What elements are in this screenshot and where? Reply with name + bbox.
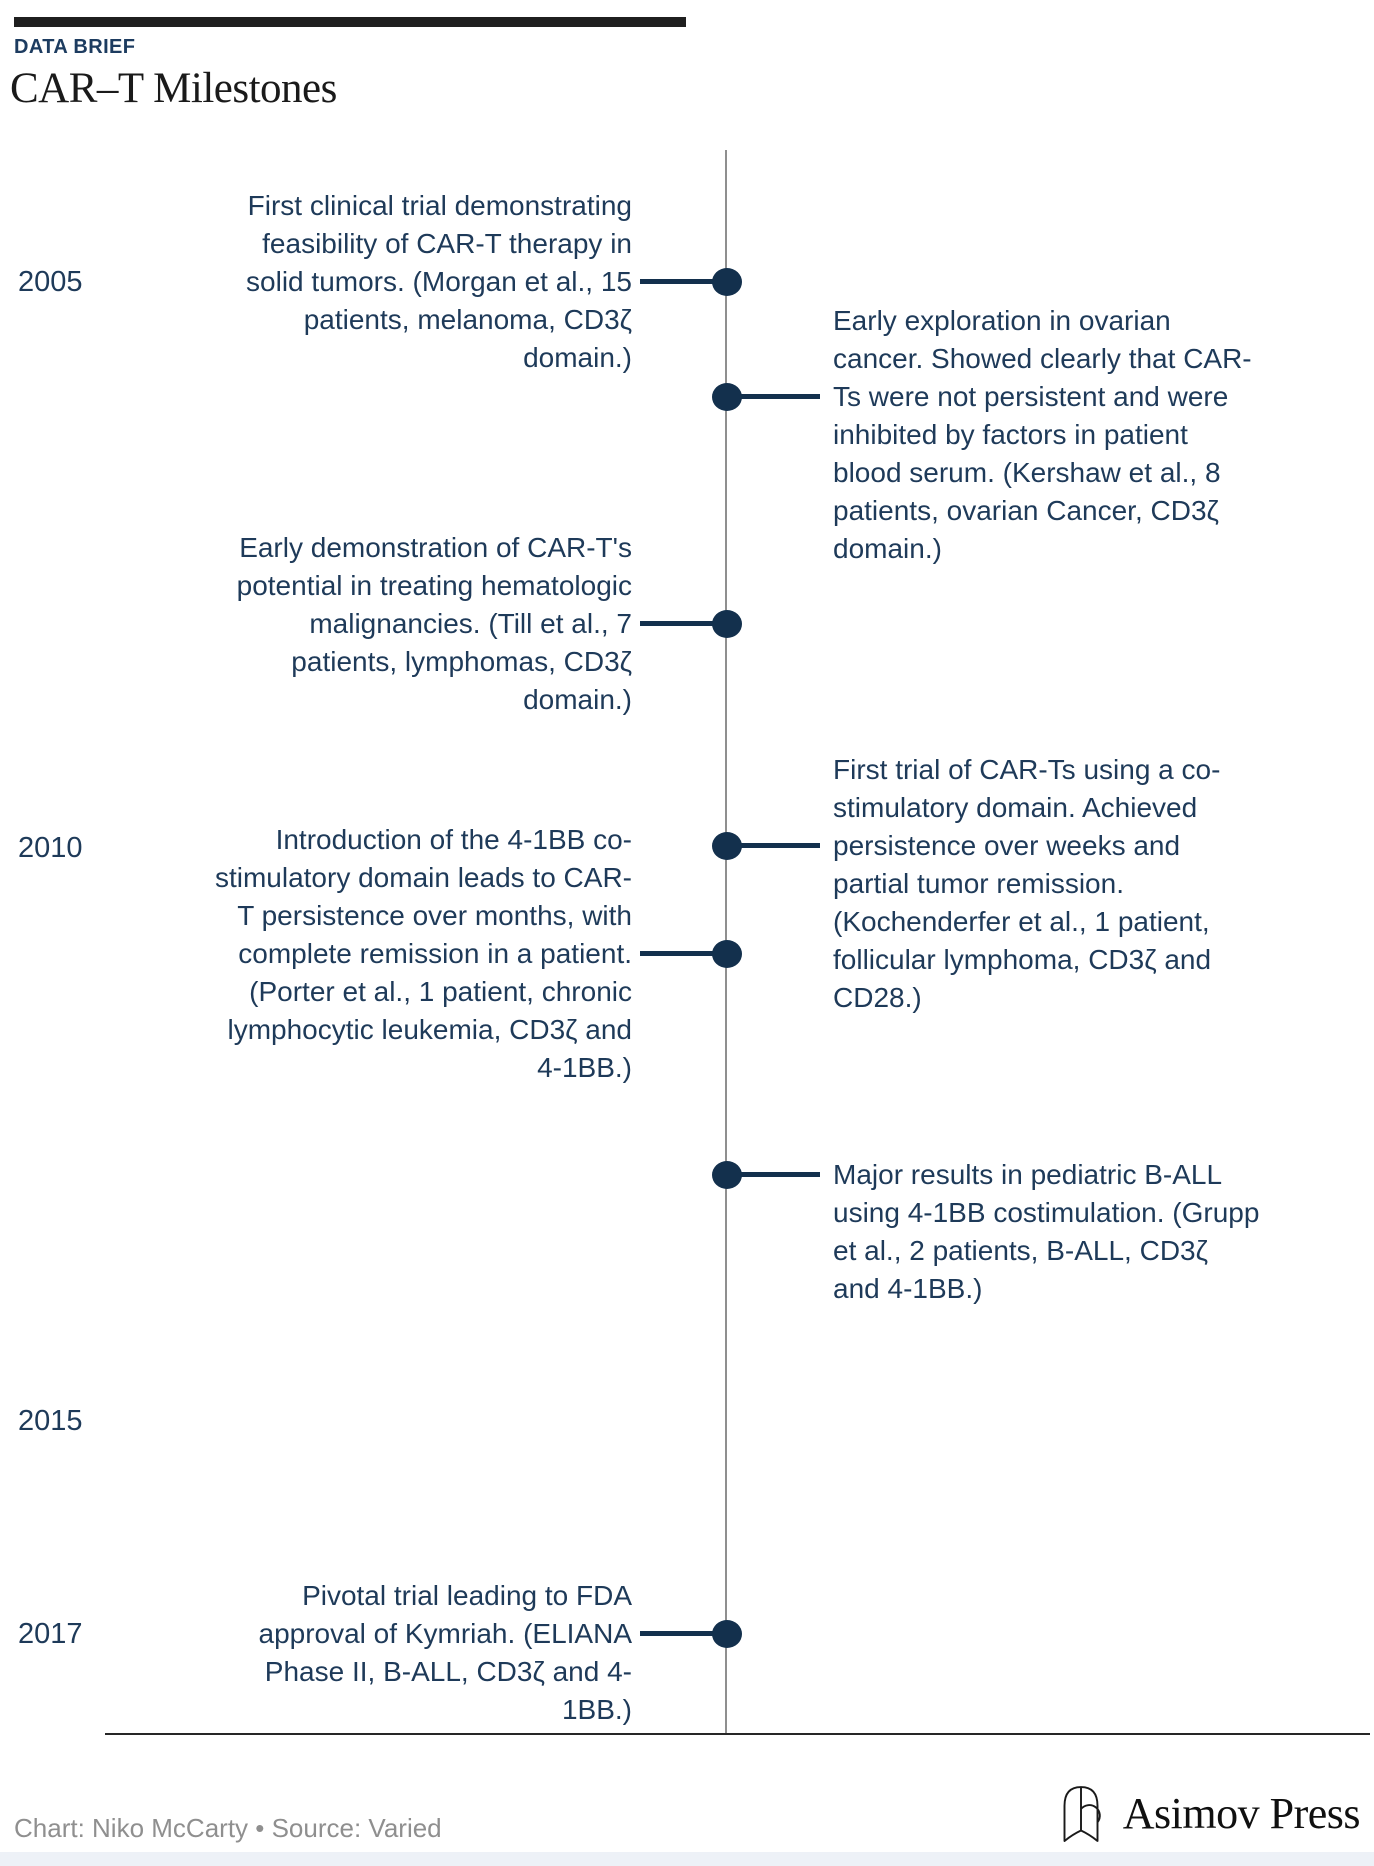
- bottom-rule: [105, 1733, 1370, 1735]
- milestone-text-line: feasibility of CAR-T therapy in: [262, 228, 632, 259]
- milestone-text-line: (Kochenderfer et al., 1 patient,: [833, 906, 1210, 937]
- milestone-text-line: 1BB.): [561, 1694, 632, 1725]
- milestone-text-line: blood serum. (Kershaw et al., 8: [833, 457, 1221, 488]
- milestone-text-line: domain.): [523, 684, 632, 715]
- top-accent-bar: [14, 17, 686, 27]
- year-label-2010: 2010: [18, 832, 83, 864]
- milestone-text-line: lymphocytic leukemia, CD3ζ and: [227, 1014, 632, 1045]
- milestone-text-line: patients, melanoma, CD3ζ: [303, 304, 632, 335]
- timeline-dot: [712, 1620, 742, 1648]
- milestone-text-line: complete remission in a patient.: [238, 938, 632, 969]
- milestone-text-line: stimulatory domain leads to CAR-: [214, 862, 632, 893]
- kicker: DATA BRIEF: [14, 36, 136, 58]
- milestone-text: Early demonstration of CAR-T's potential …: [237, 529, 632, 719]
- milestone-text-line: follicular lymphoma, CD3ζ and: [833, 944, 1212, 975]
- year-label-2017: 2017: [18, 1618, 83, 1650]
- connector-line: [640, 621, 727, 626]
- connector-line: [727, 843, 820, 848]
- page-title: CAR–T Milestones: [10, 65, 337, 112]
- brand-name: Asimov Press: [1122, 1789, 1361, 1838]
- milestone-text-line: approval of Kymriah. (ELIANA: [258, 1618, 633, 1649]
- milestone-text-line: potential in treating hematologic: [236, 570, 632, 601]
- year-label-2015: 2015: [18, 1405, 83, 1437]
- milestone-text-line: solid tumors. (Morgan et al., 15: [246, 266, 632, 297]
- milestone-text-line: Phase II, B-ALL, CD3ζ and 4-: [264, 1656, 632, 1687]
- milestone-text-line: Introduction of the 4-1BB co-: [275, 824, 632, 855]
- connector-line: [640, 951, 727, 956]
- milestone-text-line: domain.): [523, 342, 632, 373]
- milestone-text-line: using 4-1BB costimulation. (Grupp: [833, 1197, 1260, 1228]
- milestone-text-line: Early exploration in ovarian: [833, 305, 1171, 336]
- timeline-dot: [712, 383, 742, 411]
- milestone-text-line: 4-1BB.): [537, 1052, 632, 1083]
- milestone-text: Introduction of the 4-1BB co-stimulatory…: [215, 821, 632, 1087]
- milestone-text: Major results in pediatric B-ALL using 4-…: [833, 1156, 1259, 1308]
- milestone-text-line: and 4-1BB.): [833, 1273, 983, 1304]
- milestone-text-line: CD28.): [833, 982, 922, 1013]
- milestone-text-line: et al., 2 patients, B-ALL, CD3ζ: [833, 1235, 1208, 1266]
- milestone-text-line: malignancies. (Till et al., 7: [309, 608, 632, 639]
- milestone-text-line: Pivotal trial leading to FDA: [302, 1580, 632, 1611]
- milestone-text: First trial of CAR-Ts using a co-stimula…: [833, 751, 1220, 1017]
- milestone-text-line: Major results in pediatric B-ALL: [833, 1159, 1223, 1190]
- milestone-text-line: Ts were not persistent and were: [833, 381, 1229, 412]
- milestone-text-line: First clinical trial demonstrating: [247, 190, 632, 221]
- milestone-text-line: patients, lymphomas, CD3ζ: [291, 646, 632, 677]
- bottom-edge: [0, 1852, 1374, 1866]
- asimov-press-logo-icon: [1059, 1782, 1103, 1846]
- milestone-text: Pivotal trial leading to FDA approval of …: [259, 1577, 633, 1729]
- milestone-text-line: inhibited by factors in patient: [833, 419, 1188, 450]
- connector-line: [640, 279, 727, 284]
- chart-credit: Chart: Niko McCarty • Source: Varied: [14, 1813, 442, 1843]
- milestone-text-line: First trial of CAR-Ts using a co-: [833, 754, 1221, 785]
- milestone-text-line: patients, ovarian Cancer, CD3ζ: [833, 495, 1219, 526]
- connector-line: [640, 1631, 727, 1636]
- timeline-dot: [712, 610, 742, 638]
- milestone-text: Early exploration in ovarian cancer. Show…: [833, 302, 1252, 568]
- milestone-text-line: Early demonstration of CAR-T's: [239, 532, 632, 563]
- timeline-dot: [712, 832, 742, 860]
- timeline-dot: [712, 1161, 742, 1189]
- brand-lockup: Asimov Press: [1059, 1782, 1361, 1846]
- milestone-text-line: persistence over weeks and: [833, 830, 1181, 861]
- milestone-text: First clinical trial demonstrating feasib…: [246, 187, 632, 377]
- connector-line: [727, 1172, 820, 1177]
- milestone-text-line: T persistence over months, with: [237, 900, 632, 931]
- milestone-text-line: domain.): [833, 533, 942, 564]
- milestone-text-line: partial tumor remission.: [833, 868, 1124, 899]
- timeline-dot: [712, 940, 742, 968]
- year-label-2005: 2005: [18, 266, 83, 298]
- milestone-text-line: cancer. Showed clearly that CAR-: [833, 343, 1252, 374]
- connector-line: [727, 394, 820, 399]
- milestone-text-line: (Porter et al., 1 patient, chronic: [249, 976, 632, 1007]
- milestone-text-line: stimulatory domain. Achieved: [833, 792, 1198, 823]
- timeline-dot: [712, 268, 742, 296]
